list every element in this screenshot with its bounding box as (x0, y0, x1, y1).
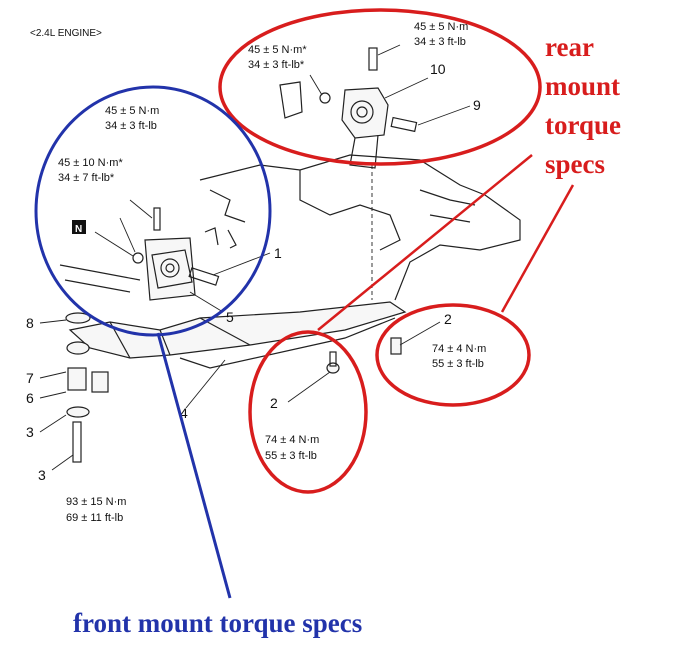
callout-1: 1 (274, 245, 282, 261)
part-8-washer (65, 312, 91, 324)
frame-rail-lines (59, 264, 141, 293)
leader-4 (185, 359, 226, 409)
front-mount-insulator (151, 249, 193, 289)
rear-annotation-line-2: mount (545, 71, 620, 101)
callout-4: 4 (180, 405, 188, 421)
rear-pointer-center (317, 154, 533, 331)
spec-front-top-nm: 45 ± 5 N·m (105, 105, 159, 117)
rear-top-bolt (368, 47, 378, 71)
callout-2-right: 2 (444, 311, 452, 327)
leader-front-top (129, 199, 153, 219)
front-mount-bushing-core (165, 263, 175, 273)
engine-contour-right (419, 189, 476, 223)
callout-3-upper: 3 (26, 424, 34, 440)
rear-mount-bushing-core (356, 106, 368, 118)
rear-mount-ellipse (218, 8, 542, 166)
leader-lines (39, 44, 471, 471)
rear-mount-insulator (341, 87, 389, 139)
part-3-bolt (72, 421, 82, 463)
leader-5 (189, 291, 224, 313)
rear-side-bolt (390, 116, 418, 133)
leader-2-right (399, 321, 441, 346)
rear-left-nut (319, 92, 331, 104)
callout-10: 10 (430, 61, 446, 77)
spec-bolt3-nm: 93 ± 15 N·m (66, 496, 126, 508)
rear-bracket-plate (279, 81, 303, 119)
part-6-bushing (67, 367, 87, 391)
spec-bolt2-right-ftlb: 55 ± 3 ft-lb (432, 358, 484, 370)
n-badge-label: N (75, 224, 82, 235)
front-top-bolt (153, 207, 161, 231)
spec-front-top-ftlb: 34 ± 3 ft-lb (105, 120, 157, 132)
spec-front-left-ftlb: 34 ± 7 ft-lb* (58, 172, 115, 184)
front-bracket-hook (204, 227, 237, 249)
leader-rear-left (309, 74, 323, 96)
callout-5: 5 (226, 309, 234, 325)
callout-3-lower: 3 (38, 467, 46, 483)
front-pointer (156, 332, 232, 599)
rear-pointer-right (500, 184, 575, 313)
n-badge (72, 220, 86, 234)
rear-annotation-line-4: specs (545, 149, 605, 179)
spec-rear-top-ftlb: 34 ± 3 ft-lb (414, 36, 466, 48)
leader-7 (39, 371, 67, 379)
callout-2-center: 2 (270, 395, 278, 411)
front-mount-bushing (160, 258, 180, 278)
front-annotation-markup (34, 85, 272, 599)
part-6-bushing-2 (91, 371, 109, 393)
leader-8 (39, 319, 67, 324)
rear-annotation-markup (218, 8, 575, 494)
bolt2-right-ellipse (375, 303, 531, 407)
leader-3-upper (39, 414, 67, 433)
part-3-washer (66, 406, 90, 418)
rear-mount-stem (349, 134, 379, 169)
spec-bolt2-center-nm: 74 ± 4 N·m (265, 434, 319, 446)
front-left-nut (132, 252, 144, 264)
spec-bolt2-center-ftlb: 55 ± 3 ft-lb (265, 450, 317, 462)
leader-n (94, 231, 134, 257)
rear-mount-bushing (350, 100, 374, 124)
part-7-cap (66, 341, 90, 355)
mount-line-art (59, 47, 521, 463)
leader-2-center (287, 371, 331, 403)
bolt-2-right-head (390, 337, 402, 355)
leader-6 (39, 391, 67, 399)
engine-outline (199, 154, 521, 301)
callout-8: 8 (26, 315, 34, 331)
bolt-2-center-head (326, 362, 340, 374)
engine-contour (299, 170, 401, 251)
torque-specs: 45 ± 5 N·m 34 ± 3 ft-lb 45 ± 5 N·m* 34 ±… (58, 21, 486, 524)
callout-6: 6 (26, 390, 34, 406)
leader-front-left (119, 217, 136, 253)
engine-label: <2.4L ENGINE> (30, 28, 102, 39)
callout-numbers: N 1 2 2 3 3 4 5 6 7 8 9 10 (26, 61, 481, 483)
front-mount-ellipse (34, 85, 272, 337)
spec-rear-top-nm: 45 ± 5 N·m (414, 21, 468, 33)
spec-rear-left-nm: 45 ± 5 N·m* (248, 44, 307, 56)
leader-rear-top (377, 44, 401, 56)
leader-10 (384, 77, 429, 99)
rear-annotation-line-3: torque (545, 110, 621, 140)
bolt2-center-ellipse (248, 330, 368, 494)
spec-rear-left-ftlb: 34 ± 3 ft-lb* (248, 59, 305, 71)
bolt-2-center-shank (329, 351, 337, 367)
spec-bolt2-right-nm: 74 ± 4 N·m (432, 343, 486, 355)
callout-7: 7 (26, 370, 34, 386)
front-through-bolt (188, 267, 220, 286)
leader-9 (417, 105, 471, 126)
leader-3-lower (51, 454, 74, 471)
crossmember-lower-edge (179, 317, 396, 369)
engine-contour-left (209, 189, 246, 223)
spec-bolt3-ftlb: 69 ± 11 ft-lb (66, 512, 123, 524)
front-annotation: front mount torque specs (73, 608, 362, 638)
spec-front-left-nm: 45 ± 10 N·m* (58, 157, 123, 169)
callout-9: 9 (473, 97, 481, 113)
rear-annotation-line-1: rear (545, 32, 594, 62)
